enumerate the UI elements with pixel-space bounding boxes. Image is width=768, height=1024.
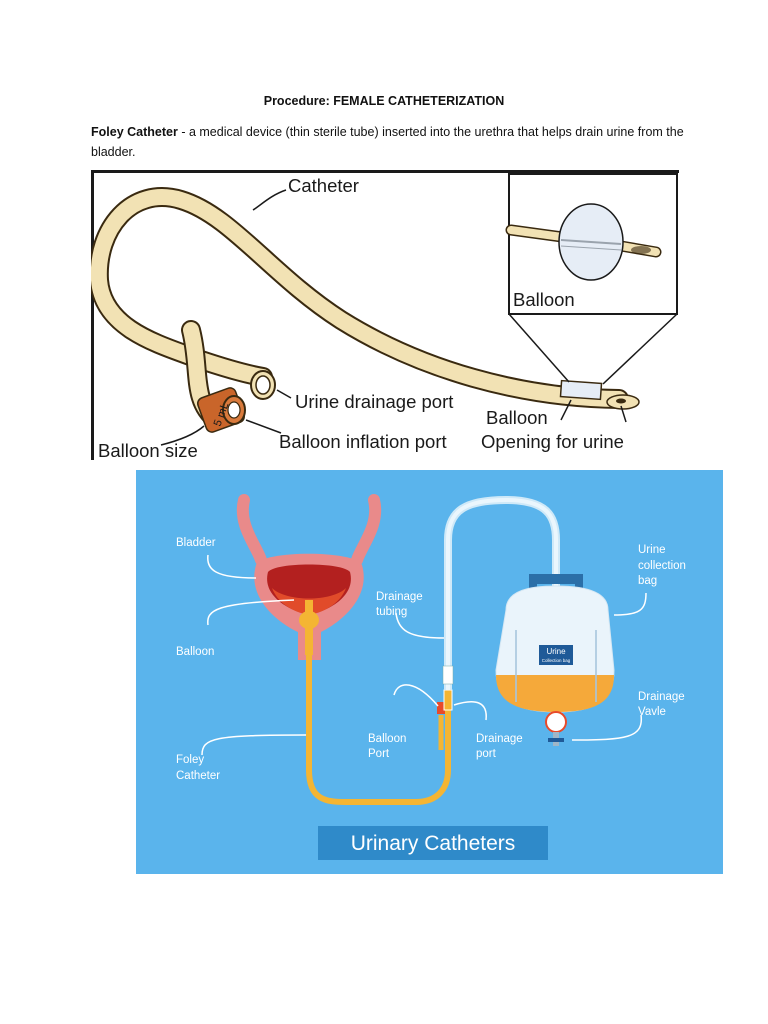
foley-catheter-tube xyxy=(306,655,453,805)
definition-term: Foley Catheter xyxy=(91,125,178,139)
label-balloon-port-line2: Port xyxy=(368,748,390,760)
label-foley-catheter-line1: Foley xyxy=(176,754,204,766)
label-drainage-valve-line2: Vavle xyxy=(638,706,666,718)
document-title: Procedure: FEMALE CATHETERIZATION xyxy=(263,94,505,108)
balloon-inset xyxy=(505,173,678,385)
label-balloon: Balloon xyxy=(176,646,214,658)
bladder-illustration xyxy=(236,494,382,660)
label-urine-bag-line1: Urine xyxy=(638,544,665,556)
definition-paragraph: Foley Catheter - a medical device (thin … xyxy=(91,122,691,162)
balloon-segment xyxy=(559,379,603,401)
label-balloon-inflation-port: Balloon inflation port xyxy=(279,431,447,452)
label-opening-for-urine: Opening for urine xyxy=(481,431,624,452)
label-urine-drainage-port: Urine drainage port xyxy=(295,391,453,412)
label-drainage-valve-line1: Drainage xyxy=(638,691,685,703)
label-drainage-tubing-line2: tubing xyxy=(376,606,407,618)
label-drainage-tubing-line1: Drainage xyxy=(376,591,423,603)
drainage-valve-icon xyxy=(545,711,567,733)
label-drainage-port-line2: port xyxy=(476,748,497,760)
drainage-tubing xyxy=(442,495,560,690)
definition-text: - a medical device (thin sterile tube) i… xyxy=(91,125,684,159)
label-balloon-size: Balloon size xyxy=(98,440,198,460)
label-bladder: Bladder xyxy=(176,537,216,549)
bag-label-title: Urine xyxy=(546,647,566,656)
label-catheter: Catheter xyxy=(288,175,359,196)
label-balloon: Balloon xyxy=(486,407,548,428)
banner-title: Urinary Catheters xyxy=(351,832,516,855)
urine-collection-bag: Urine Collection bag xyxy=(495,574,615,746)
label-urine-bag-line3: bag xyxy=(638,575,657,587)
figure-banner: Urinary Catheters xyxy=(318,826,548,860)
label-balloon-port-line1: Balloon xyxy=(368,733,406,745)
label-balloon-inset: Balloon xyxy=(513,289,575,310)
label-drainage-port-line1: Drainage xyxy=(476,733,523,745)
urine-drainage-port-icon xyxy=(250,370,276,400)
bag-label-subtitle: Collection bag xyxy=(542,658,571,663)
figure-background xyxy=(136,470,723,874)
foley-catheter-figure: 5 mL Catheter Balloon Urine drainage por… xyxy=(91,170,679,460)
urinary-catheter-figure: Urine Collection bag Bladder Balloon Fol… xyxy=(136,470,723,874)
catheter-tip xyxy=(606,394,640,410)
label-urine-bag-line2: collection xyxy=(638,560,686,572)
label-foley-catheter-line2: Catheter xyxy=(176,770,220,782)
balloon-inflation-port-icon: 5 mL xyxy=(196,387,246,433)
